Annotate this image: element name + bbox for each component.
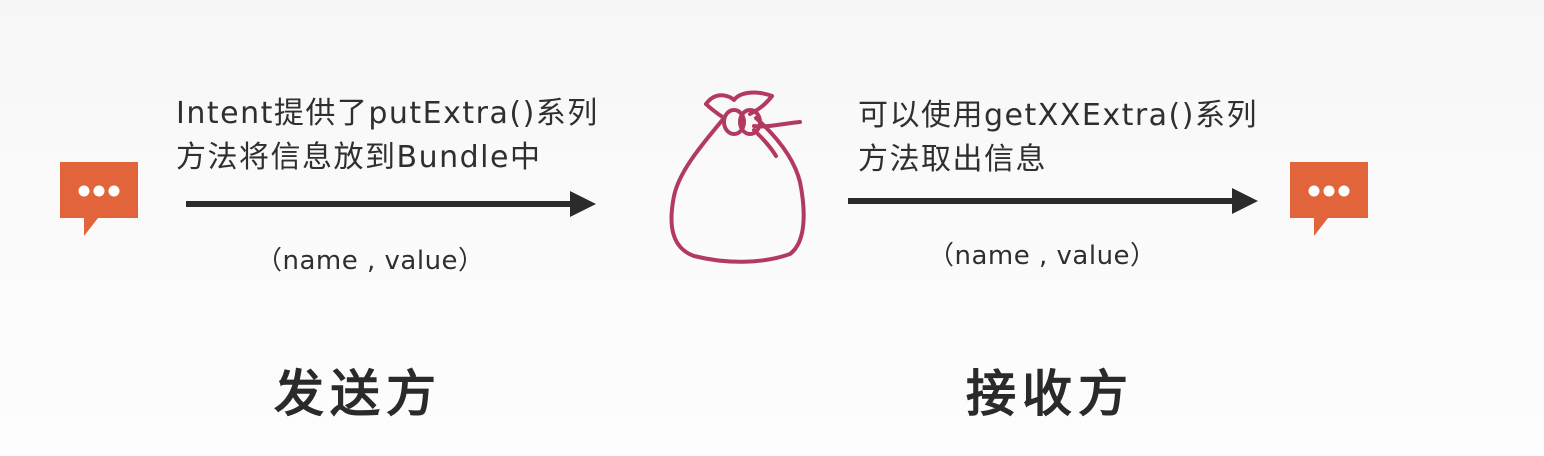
speech-bubble-icon [60,162,138,236]
sender-description: Intent提供了putExtra()系列 方法将信息放到Bundle中 [176,92,599,180]
receiver-description-line1: 可以使用getXXExtra()系列 [858,98,1258,133]
sender-description-line1: Intent提供了putExtra()系列 [176,96,599,131]
receiver-description: 可以使用getXXExtra()系列 方法取出信息 [858,94,1258,182]
receiver-chat-icon [1290,162,1368,242]
sender-param: （name , value） [256,246,485,276]
receiver-description-line2: 方法取出信息 [858,142,1047,177]
speech-bubble-icon [1290,162,1368,236]
sender-to-bundle-arrow [186,191,596,217]
receiver-param: （name , value） [928,241,1157,271]
sender-role-label: 发送方 [274,364,442,423]
receiver-role-label: 接收方 [966,364,1134,423]
sender-description-line2: 方法将信息放到Bundle中 [176,140,542,175]
bag-icon [669,90,806,264]
bundle-to-receiver-arrow [848,188,1258,214]
sender-chat-icon [60,162,138,242]
bundle-bag [664,86,810,270]
